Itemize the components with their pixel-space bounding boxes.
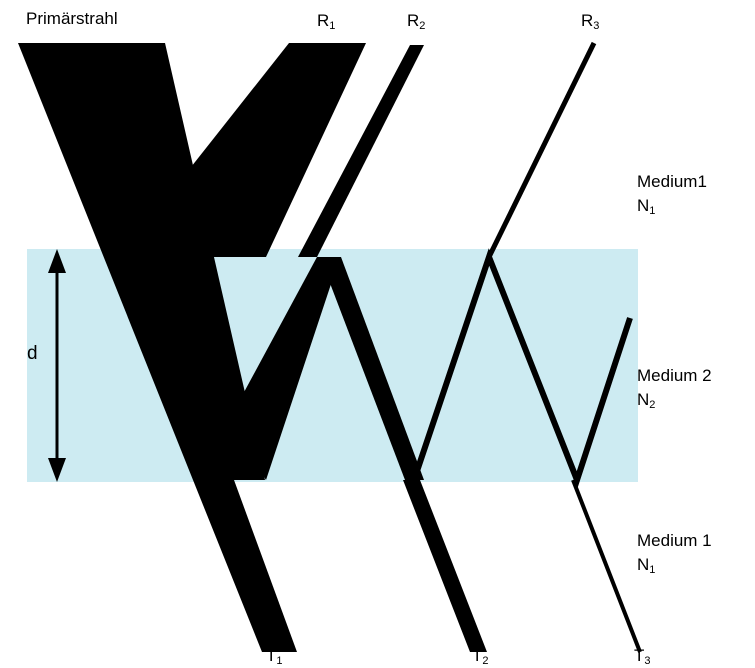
t1-base: T [266,646,277,665]
reflected-ray-r1 [120,43,366,257]
internal-descent-2 [320,257,424,480]
medium-top-index: N1 [637,196,656,217]
r2-label: R2 [407,11,426,32]
r2-sub: 2 [419,20,426,32]
transmitted-ray-t1 [193,480,297,652]
medium-bottom-label: Medium 1 N1 [637,529,712,577]
medium-bottom-name: Medium 1 [637,531,712,550]
medium-middle-index: N2 [637,390,656,411]
thickness-label: d [27,343,38,364]
transmitted-ray-t3 [571,479,642,653]
medium-top-label: Medium1 N1 [637,170,707,218]
r2-base: R [407,11,420,30]
thickness-arrow-head-top [48,249,66,273]
t3-base: T [634,646,645,665]
reflected-ray-r3 [486,41,597,259]
medium-middle-label: Medium 2 N2 [637,364,712,412]
t2-base: T [472,646,483,665]
t1-label: T1 [266,646,283,667]
r3-sub: 3 [593,20,600,32]
t2-label: T2 [472,646,489,667]
internal-zigzag [411,248,633,489]
primary-beam-label: Primärstrahl [26,9,118,28]
transmitted-ray-t2 [403,480,487,652]
r3-base: R [581,11,594,30]
thickness-arrow-head-bottom [48,458,66,482]
medium-middle-name: Medium 2 [637,366,712,385]
medium-top-name: Medium1 [637,172,707,191]
t3-sub: 3 [644,655,651,667]
t3-label: T3 [634,646,651,667]
t2-sub: 2 [482,655,489,667]
r1-label: R1 [317,11,336,32]
r1-base: R [317,11,330,30]
internal-reflection-1 [229,257,340,480]
r1-sub: 1 [329,20,336,32]
r3-label: R3 [581,11,600,32]
primary-beam [18,43,265,480]
t1-sub: 1 [276,655,283,667]
medium-bottom-index: N1 [637,555,656,576]
reflected-ray-r2 [298,45,424,257]
